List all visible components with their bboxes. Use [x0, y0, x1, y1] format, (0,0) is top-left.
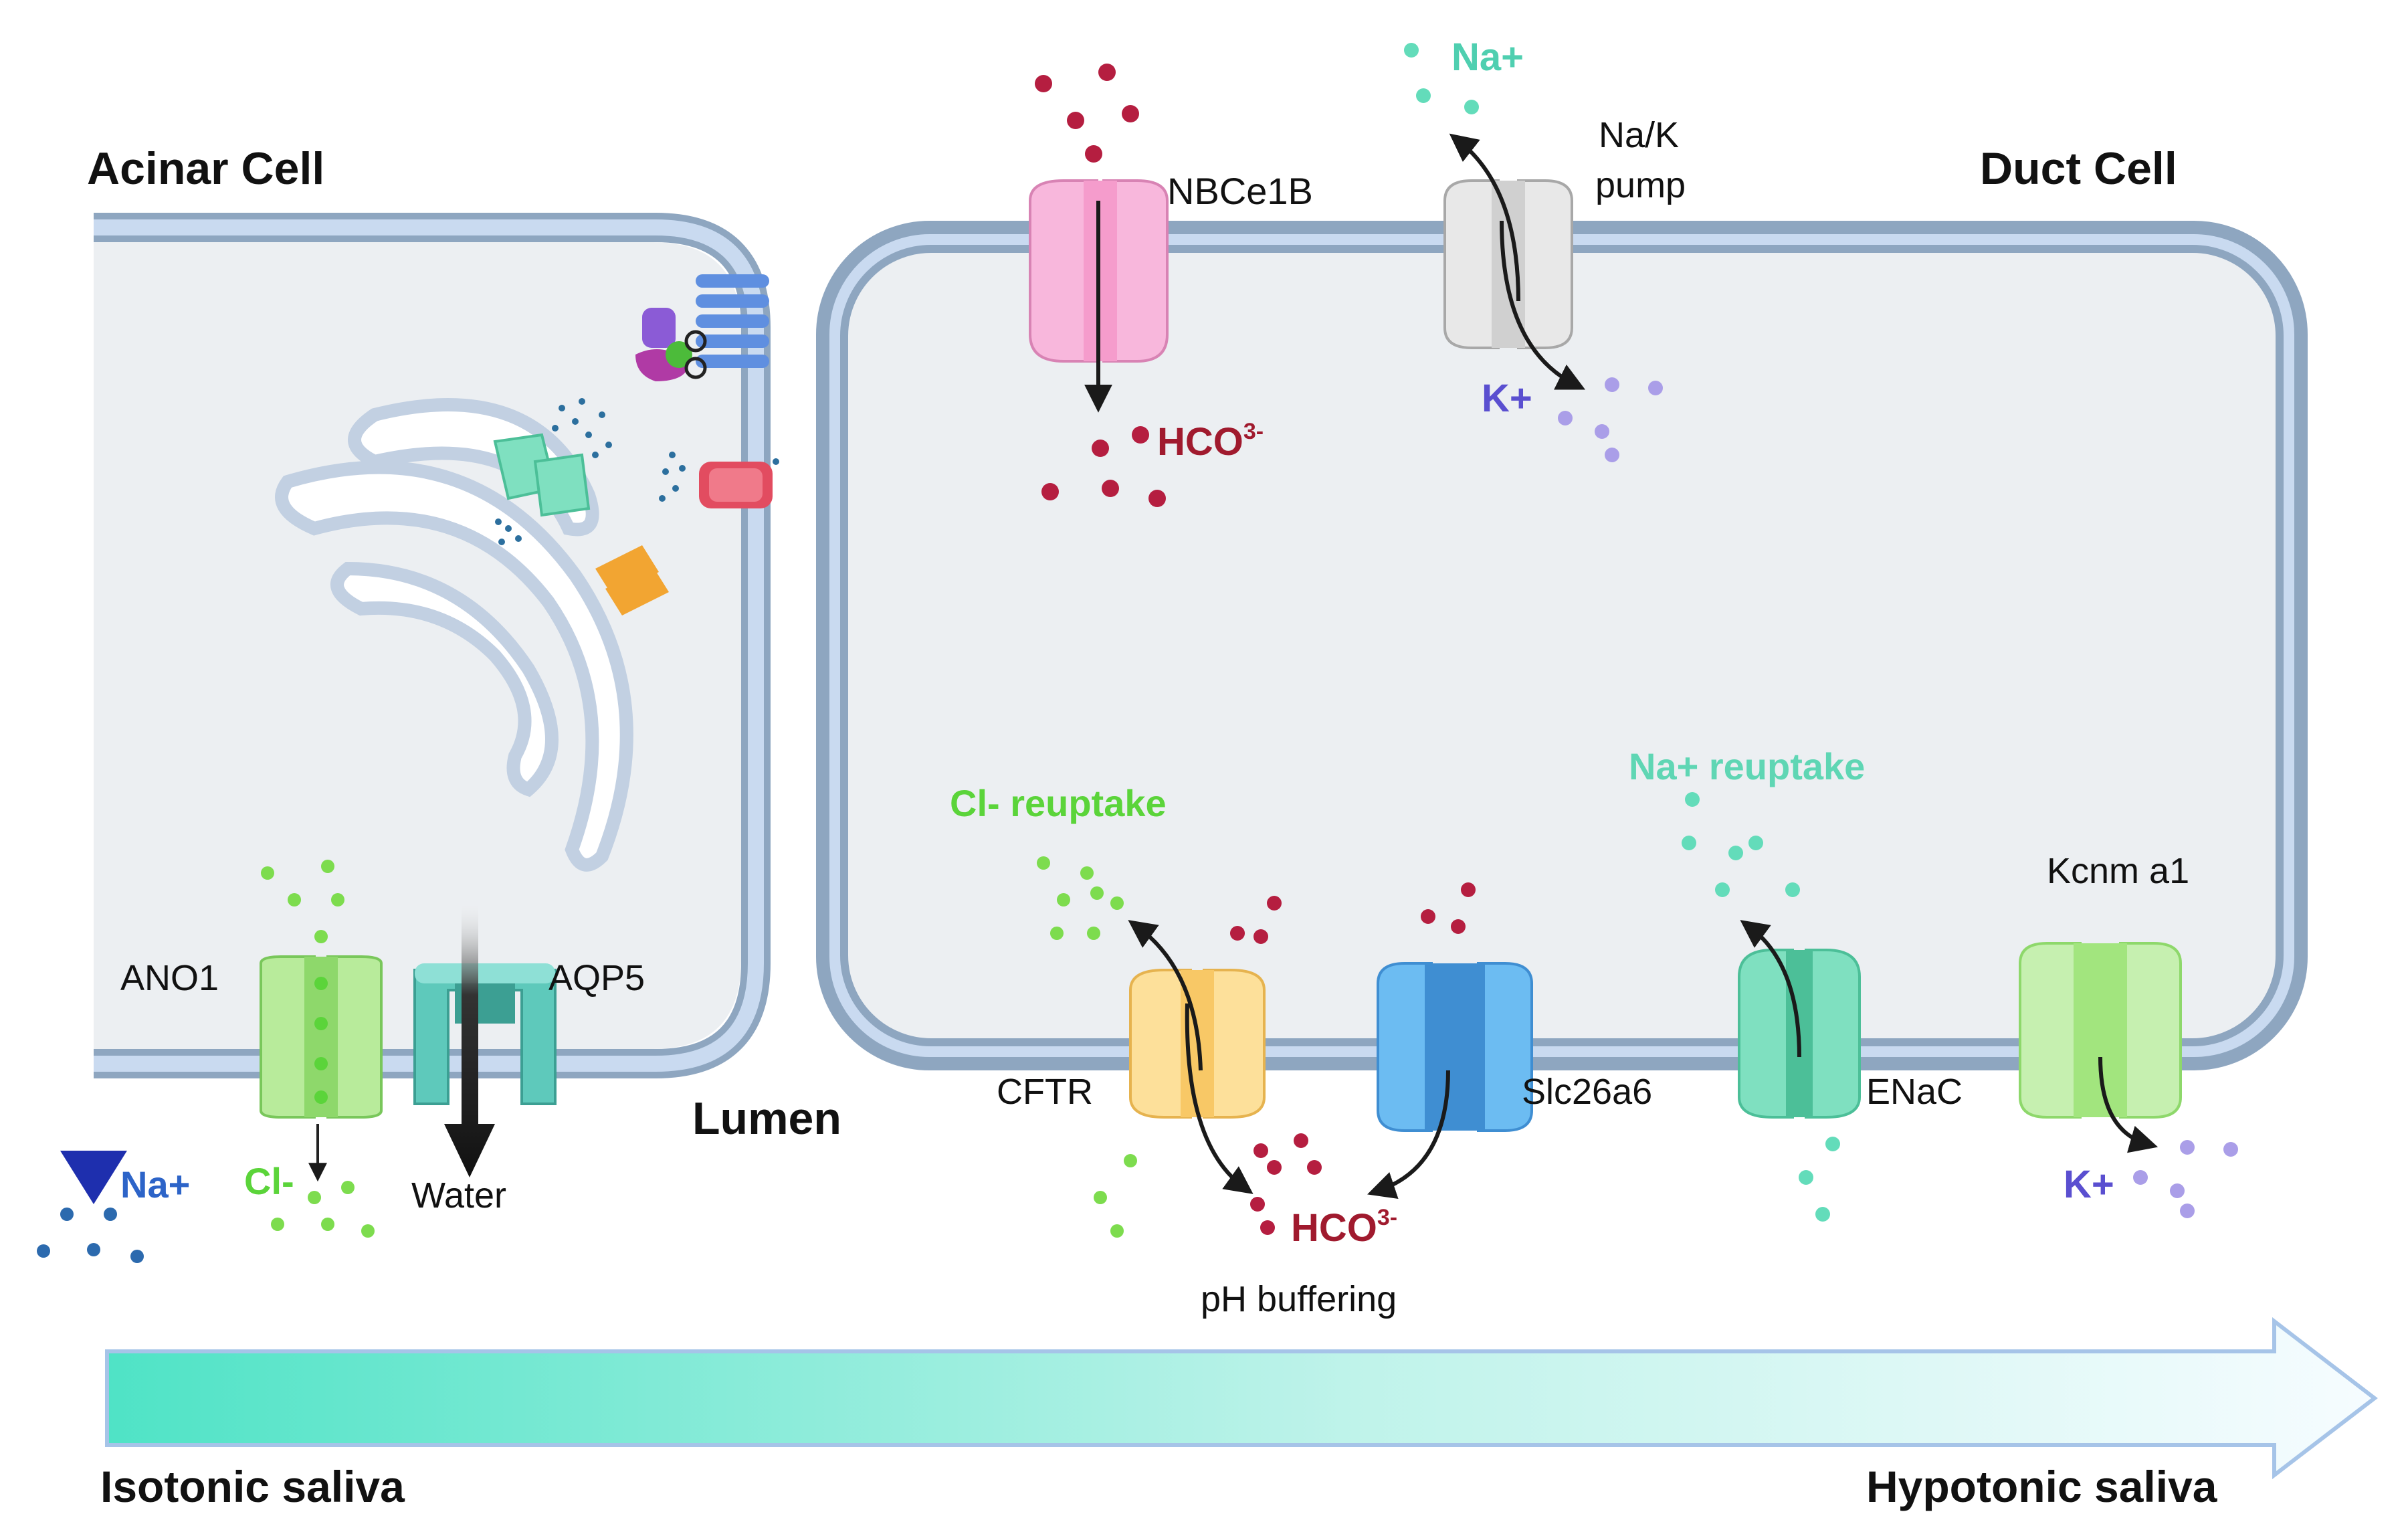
hco3-ions-top-outside: [1035, 64, 1139, 163]
red-channel-icon: [659, 452, 779, 508]
cl-ions-acinar-bottom: [271, 1181, 375, 1238]
slc26a6-exchanger-icon: [1377, 962, 1533, 1132]
na-ions-duct-bottom: [1799, 1137, 1840, 1222]
k-ions-top: [1558, 377, 1663, 462]
receptor-complex-icon: [635, 274, 769, 381]
cl-ions-acinar-top: [261, 860, 344, 943]
orange-channel-icon: [595, 545, 669, 615]
enac-channel-icon: [1738, 949, 1861, 1119]
cftr-arrow-in: [1128, 920, 1203, 1071]
ph-buffering-label: pH buffering: [1201, 1279, 1397, 1319]
water-label: Water: [411, 1175, 506, 1216]
k-bottom-label: K+: [2064, 1163, 2114, 1206]
duct-cell-title: Duct Cell: [1980, 143, 2177, 194]
acinar-membrane-inner: [94, 219, 764, 1072]
lumen-label: Lumen: [692, 1093, 841, 1144]
na-ions-acinar: [37, 1208, 144, 1263]
na-top-label: Na+: [1451, 35, 1524, 79]
hco3-bottom-label: HCO3-: [1291, 1205, 1397, 1250]
cl-ions-duct-bottom: [1094, 1154, 1137, 1238]
nak-pump-icon: [1443, 179, 1573, 349]
na-ions-top: [1404, 43, 1479, 114]
na-ions-duct-top: [1682, 792, 1800, 897]
ano1-channel-icon: [260, 955, 383, 1119]
ano1-label: ANO1: [120, 958, 219, 998]
nbce1b-label: NBCe1B: [1167, 170, 1313, 212]
hco3-ions-top-inside: [1041, 426, 1166, 507]
nak-arrow-in: [1500, 220, 1586, 390]
na-efflux-arrow: [60, 254, 127, 1204]
saliva-gradient-arrow: [105, 1317, 2378, 1480]
nak-arrow-out: [1449, 133, 1520, 302]
enac-label: ENaC: [1866, 1072, 1963, 1112]
enac-arrow: [1740, 920, 1801, 1058]
cl-reuptake-label: Cl- reuptake: [950, 782, 1167, 824]
hco3-ions-duct-bottom: [1250, 1133, 1322, 1235]
k-top-label: K+: [1482, 377, 1532, 420]
slc26a6-arrow: [1367, 1070, 1450, 1199]
hco3-top-label: HCO3-: [1157, 419, 1264, 464]
na-reuptake-label: Na+ reuptake: [1629, 745, 1865, 787]
nak-pump-label-2: pump: [1595, 165, 1686, 205]
water-arrow: [444, 896, 495, 1177]
nak-pump-label-1: Na/K: [1599, 115, 1679, 155]
er-channel-icon: [493, 398, 612, 545]
duct-cell: [816, 221, 2308, 1070]
cl-acinar-label: Cl-: [244, 1160, 294, 1202]
isotonic-label: Isotonic saliva: [100, 1462, 405, 1511]
na-acinar-label: Na+: [120, 1163, 190, 1206]
cftr-channel-icon: [1129, 969, 1266, 1119]
k-ions-bottom: [2133, 1140, 2238, 1218]
cl-ions-duct-top: [1037, 856, 1124, 940]
acinar-cell-title: Acinar Cell: [87, 143, 324, 194]
cftr-arrow-out: [1185, 1003, 1253, 1194]
slc26a6-label: Slc26a6: [1522, 1072, 1652, 1112]
cftr-label: CFTR: [997, 1072, 1093, 1112]
aqp5-label: AQP5: [548, 958, 645, 998]
kcnma1-arrow: [2098, 1056, 2159, 1153]
duct-membrane-inner: [840, 245, 2284, 1046]
hco3-ions-duct-top: [1230, 882, 1476, 944]
kcnma1-label: Kcnm a1: [2047, 851, 2189, 891]
kcnma1-channel-icon: [2019, 942, 2182, 1119]
hypotonic-label: Hypotonic saliva: [1866, 1462, 2218, 1511]
